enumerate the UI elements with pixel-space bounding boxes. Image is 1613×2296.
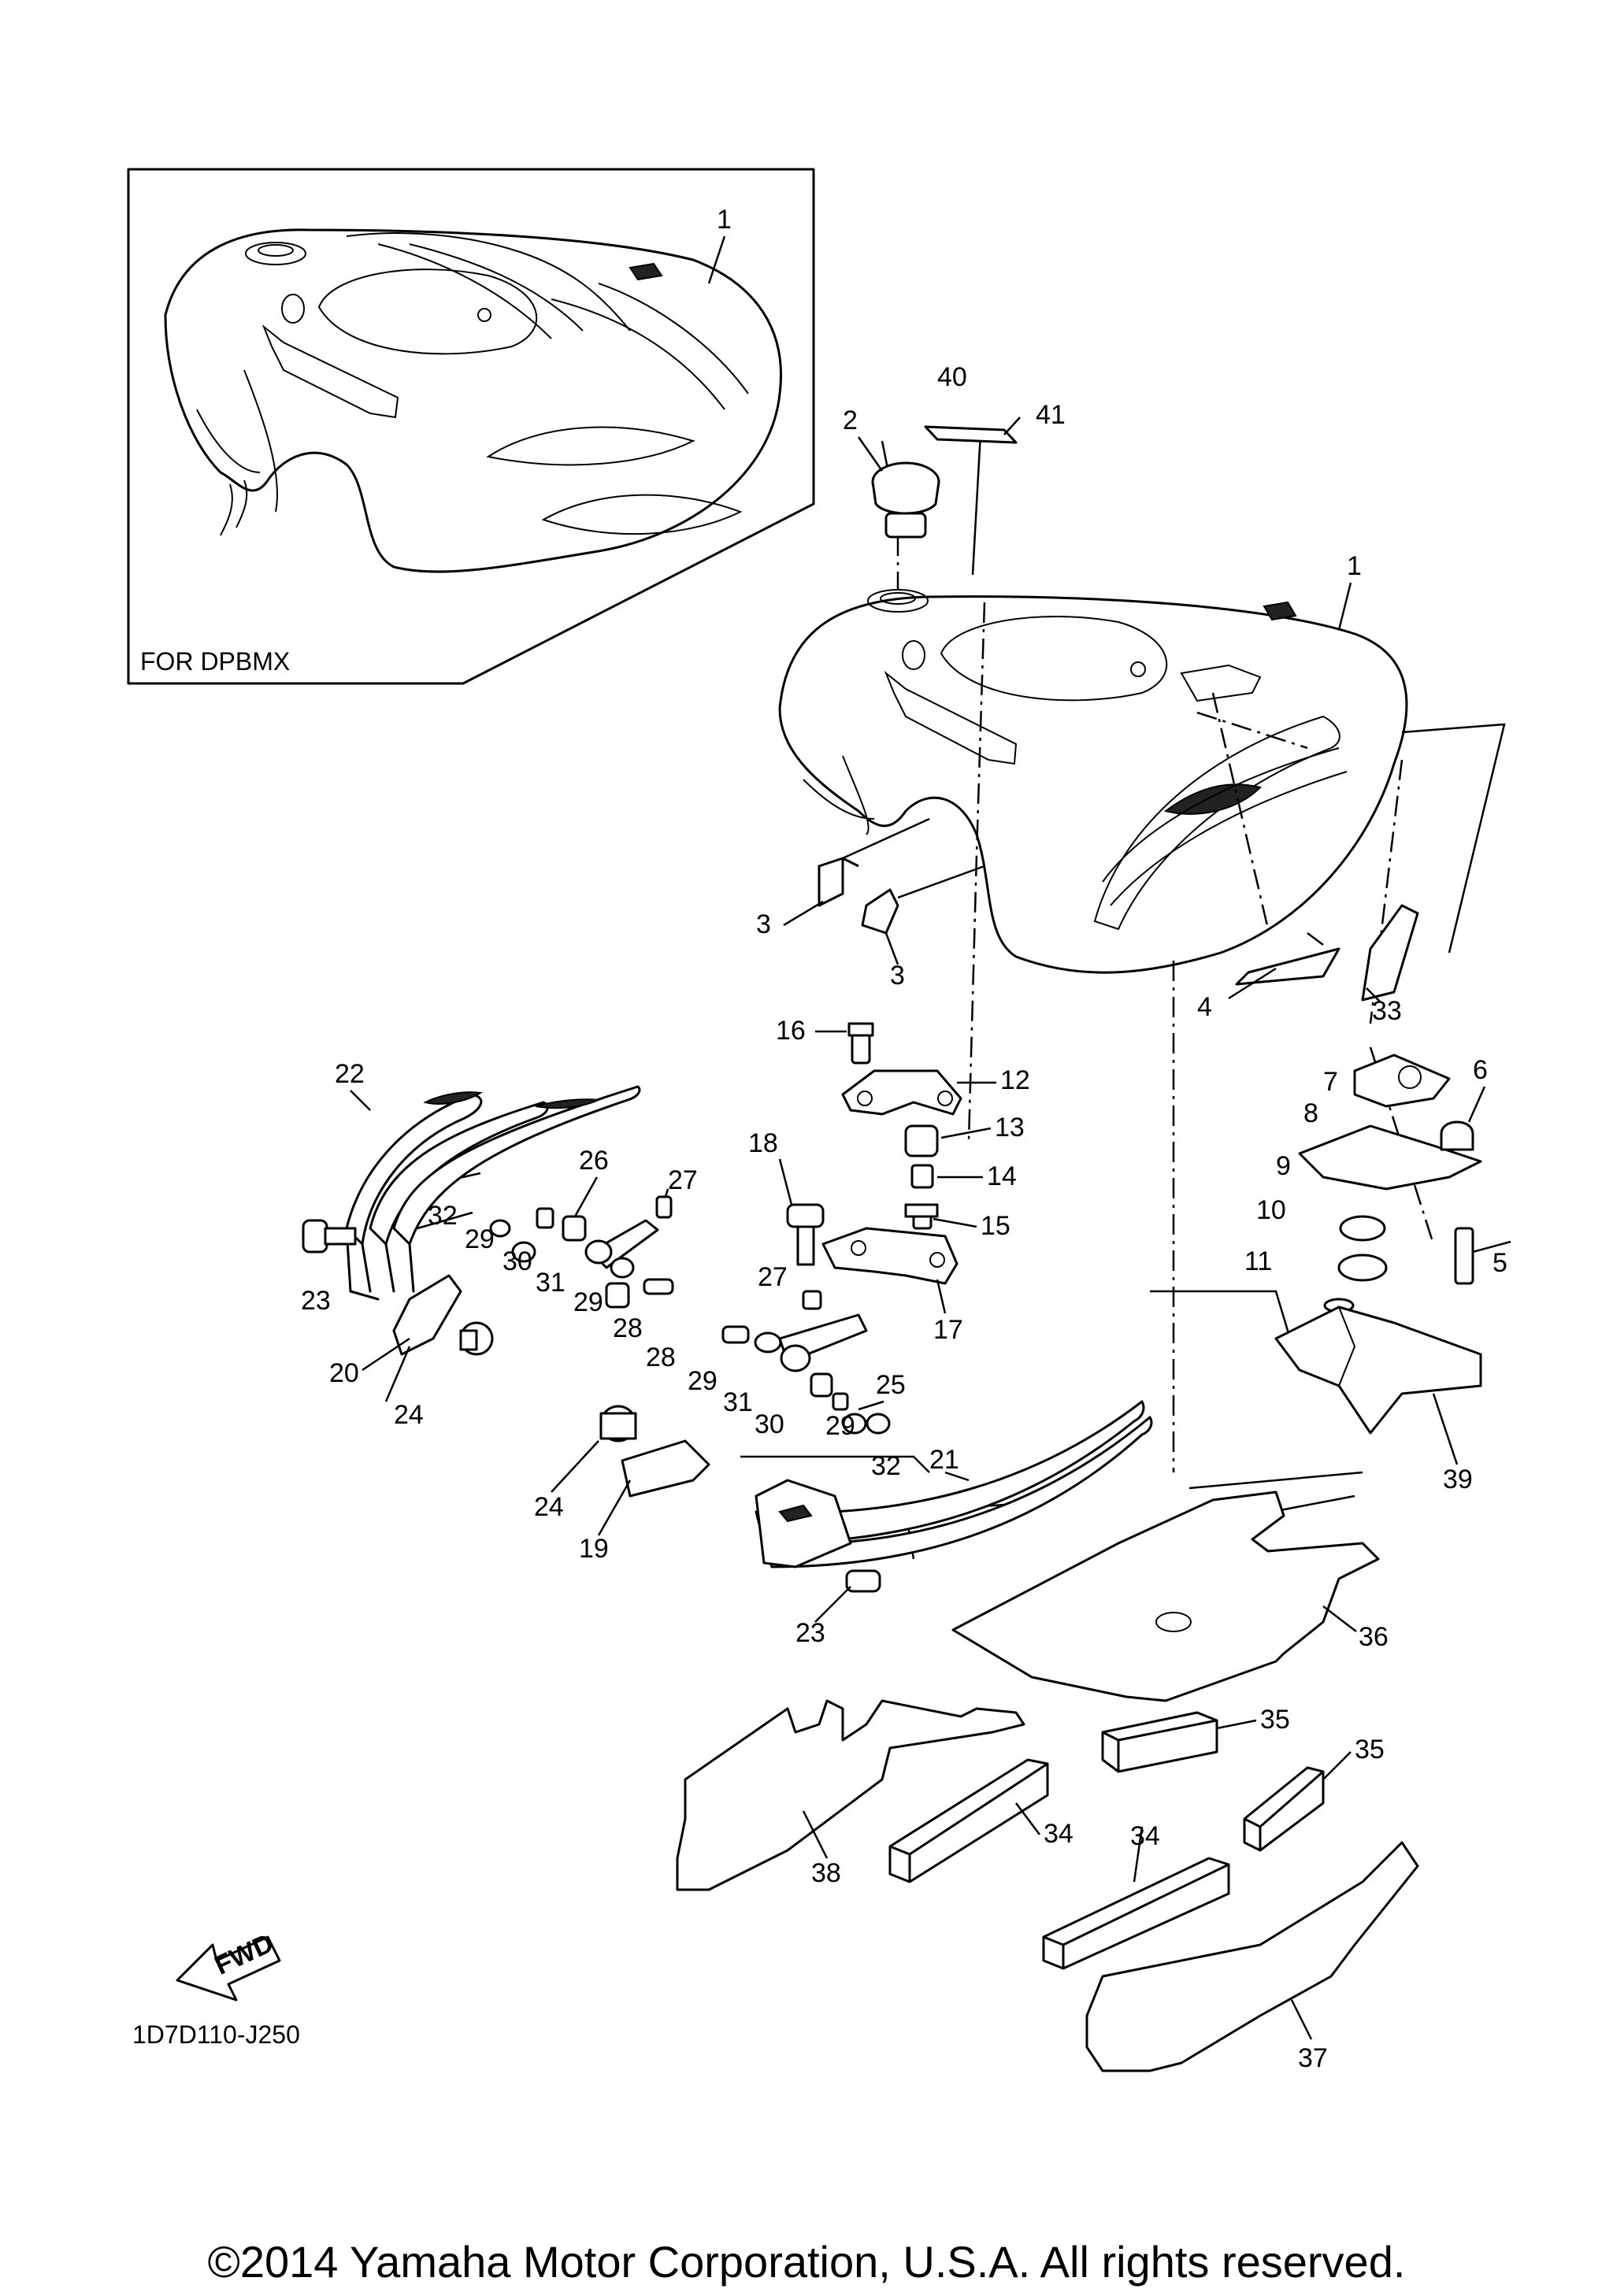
callout: 30 [755,1409,784,1439]
callout: 41 [1036,400,1066,430]
callout: 35 [1260,1705,1290,1735]
bracket-17 [821,1227,959,1285]
callout: 23 [301,1286,331,1316]
callout: 25 [876,1370,906,1400]
callout: 36 [1359,1622,1389,1652]
diagram-code: 1D7D110-J250 [132,2020,300,2049]
callout: 29 [688,1366,718,1396]
callout: 6 [1473,1055,1488,1085]
callout: 5 [1492,1248,1507,1278]
callout: 27 [668,1165,698,1195]
callout: 24 [534,1492,564,1522]
inset-fuel-tank [164,228,782,573]
callout: 39 [1443,1465,1473,1494]
copyright-notice: ©2014 Yamaha Motor Corporation, U.S.A. A… [207,2237,1406,2287]
callout: 30 [502,1246,532,1276]
callout: 20 [329,1358,359,1388]
callout: 10 [1256,1195,1286,1225]
callout: 15 [981,1211,1010,1241]
right-mount-parts [1274,1054,1482,1435]
callout: 12 [1000,1065,1030,1095]
damper-34b [1042,1857,1230,1970]
callout: 1 [1347,551,1362,581]
callout: 8 [1303,1098,1318,1128]
side-cover-37 [1085,1841,1419,2072]
callout: 26 [579,1146,609,1176]
fuel-cap [871,461,940,539]
fuel-tank [778,589,1408,974]
callout: 9 [1276,1151,1291,1181]
callout: 22 [335,1059,365,1089]
callout: 34 [1130,1821,1160,1851]
bolt-18 [786,1203,825,1266]
callout: 23 [795,1618,825,1648]
fwd-arrow: FWD [176,1928,281,2002]
callout: 16 [776,1016,806,1046]
rubber-mat-36 [951,1491,1380,1702]
side-rail-22 [345,1085,641,1301]
callout: 29 [465,1224,495,1254]
callout: 11 [1244,1246,1272,1276]
callout: 28 [646,1342,676,1372]
callout: 21 [929,1445,959,1475]
callout: 35 [1355,1735,1385,1765]
callout: 27 [758,1262,788,1292]
callout: 29 [573,1287,603,1317]
damper-35b [1243,1766,1325,1852]
callout: 18 [748,1128,778,1158]
callout: 34 [1044,1819,1073,1849]
callout: 7 [1323,1067,1338,1097]
callout: 31 [536,1268,565,1298]
bracket-12-16 [841,1022,962,1116]
damper-34a [888,1758,1049,1883]
callout: 14 [987,1161,1017,1191]
callout: 24 [394,1400,424,1430]
label-sheet [924,425,1018,444]
callout: 3 [756,909,771,939]
callout: 32 [871,1451,901,1481]
rail-mounting-hardware-right [599,1282,891,1593]
damper-35 [1101,1711,1218,1773]
damper-pads [818,857,899,935]
callout: 28 [613,1313,643,1343]
callout: 2 [843,406,858,435]
callout: 3 [890,961,905,991]
callout: 38 [811,1858,841,1888]
callout: 19 [579,1534,609,1564]
callout-labels: 1 2 40 41 1 3 3 4 33 16 12 13 14 15 17 1… [301,205,1507,2073]
callout: 40 [937,362,967,392]
side-cover-38 [676,1699,1025,1891]
damper-13-14-15 [904,1124,939,1230]
rail-mounting-hardware-left [302,1195,674,1356]
callout-inset-1: 1 [717,205,732,235]
callout: 13 [995,1113,1025,1142]
callout: 17 [933,1315,963,1345]
callout: 29 [825,1411,855,1441]
callout: 4 [1197,992,1212,1022]
callout-leaders [350,235,1511,2040]
callout: 37 [1298,2043,1328,2073]
side-rail-21 [755,1400,1153,1568]
callout: 32 [428,1201,458,1231]
callout: 31 [723,1387,753,1417]
callout: 33 [1372,996,1402,1026]
inset-box [127,168,815,685]
inset-caption: FOR DPBMX [140,647,291,676]
emblems-4-33 [1235,904,1419,1002]
